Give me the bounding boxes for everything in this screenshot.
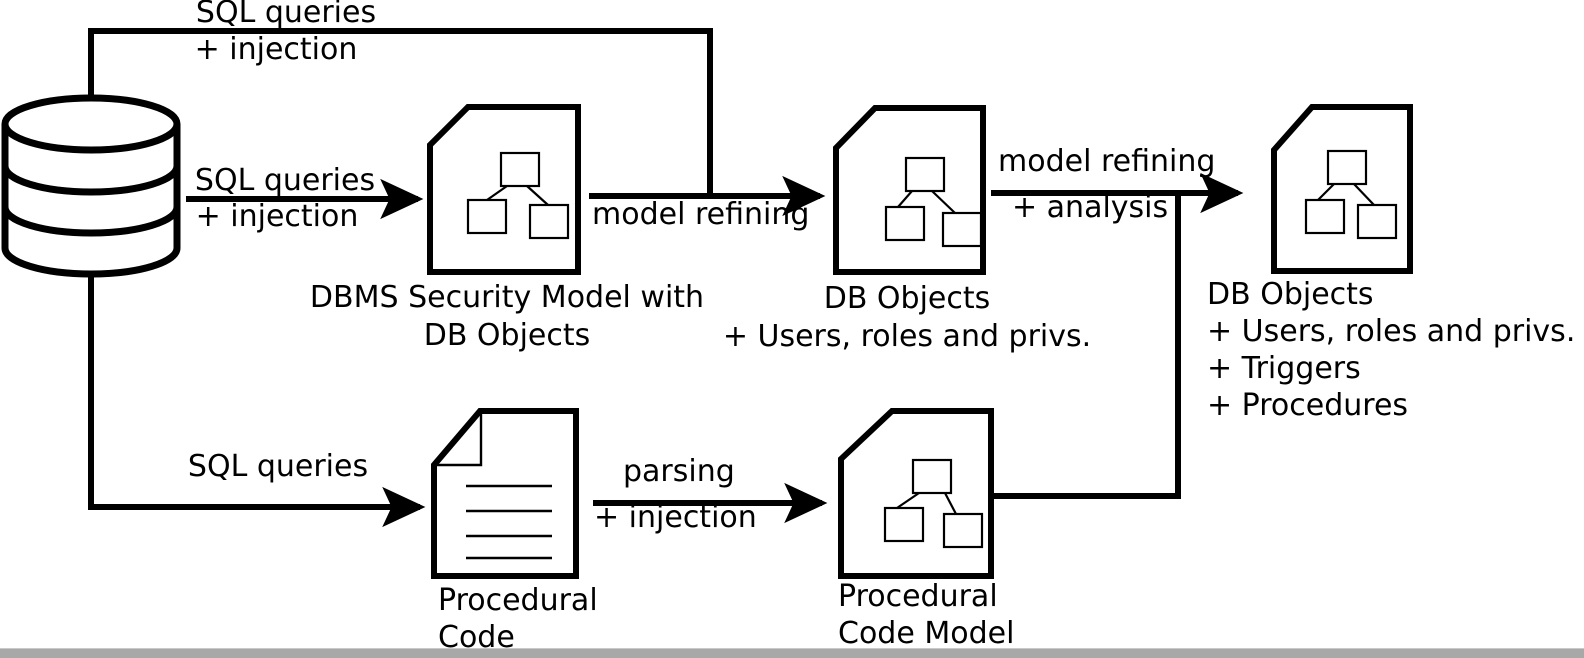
- node-label-procedural-code-model-line2: Code Model: [838, 616, 1015, 651]
- edge-db-to-code-line: [88, 274, 416, 510]
- node-label-dbms-security-model-line1: DBMS Security Model with: [309, 280, 705, 315]
- edge-label-model-refining-1: model refining: [592, 197, 810, 232]
- node-label-db-objects-full-line2: + Users, roles and privs.: [1207, 314, 1576, 349]
- edge-label-model-refining-2-line2: + analysis: [1012, 190, 1169, 225]
- edge-code-model-to-refining-line: [990, 193, 1181, 499]
- edge-label-db-to-model-line2: + injection: [195, 199, 359, 234]
- node-label-db-objects-line1: DB Objects: [823, 281, 991, 316]
- node-label-procedural-code-line1: Procedural: [438, 583, 598, 618]
- node-label-db-objects-full-line1: DB Objects: [1207, 277, 1374, 312]
- edge-label-parsing-line1: parsing: [623, 454, 735, 489]
- database-cylinder-icon: [1, 94, 181, 278]
- document-model-icon-procedural-code-model: [838, 408, 994, 579]
- bottom-scrollbar[interactable]: [0, 648, 1584, 658]
- edge-label-db-to-code: SQL queries: [187, 449, 369, 484]
- edge-label-parsing-line2: + injection: [594, 500, 757, 535]
- edge-feedback-line: [88, 28, 713, 196]
- edge-label-feedback-line1: SQL queries: [195, 0, 377, 30]
- node-label-db-objects-line2: + Users, roles and privs.: [722, 319, 1092, 354]
- node-label-dbms-security-model-line2: DB Objects: [423, 318, 591, 353]
- document-lines-icon-procedural-code: [431, 408, 579, 579]
- edge-label-model-refining-2-line1: model refining: [998, 144, 1216, 179]
- document-model-icon-db-objects-full: [1271, 104, 1413, 274]
- document-model-icon-dbms-security-model: [427, 104, 581, 275]
- edge-label-db-to-model-line1: SQL queries: [194, 163, 376, 198]
- document-model-icon-db-objects: [833, 105, 986, 275]
- node-label-db-objects-full-line3: + Triggers: [1207, 351, 1361, 386]
- edge-label-feedback-line2: + injection: [194, 32, 358, 67]
- node-label-procedural-code-model-line1: Procedural: [838, 579, 998, 614]
- node-label-db-objects-full-line4: + Procedures: [1207, 388, 1409, 423]
